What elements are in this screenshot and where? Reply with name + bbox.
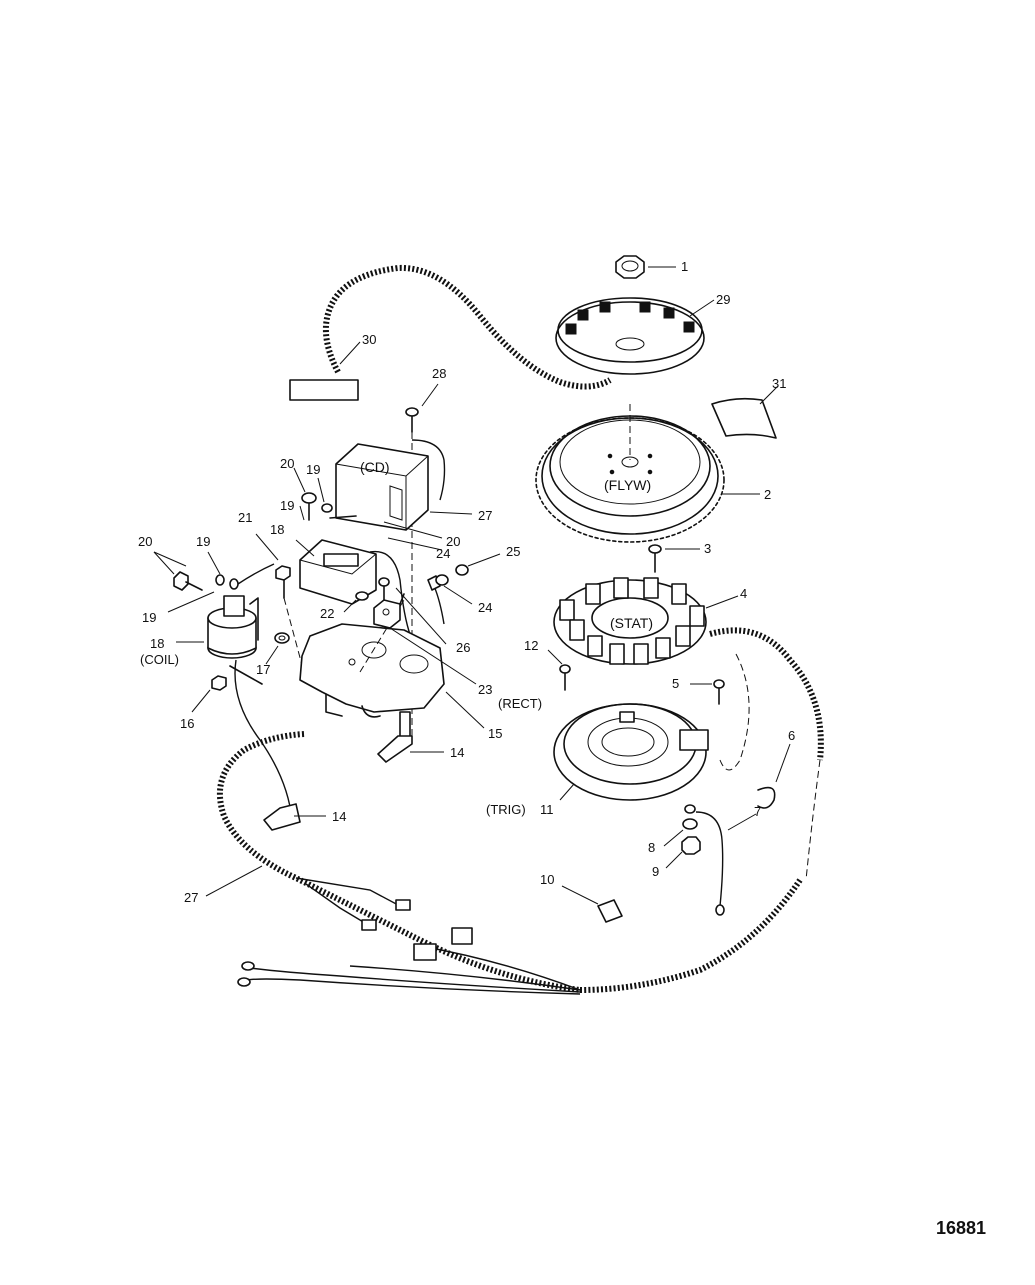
stator-mount-screw (547, 649, 571, 691)
wire-sheath-top (289, 264, 612, 401)
coil-washer-nut (191, 632, 290, 713)
callout-25: 25 (506, 544, 520, 559)
tag-trig: (TRIG) (486, 802, 526, 817)
callout-22: 22 (320, 606, 334, 621)
callout-11: 11 (540, 802, 554, 817)
callout-10: 10 (540, 872, 554, 887)
callout-30: 30 (362, 332, 376, 347)
tag-flyw: (FLYW) (604, 477, 651, 493)
spark-plug-lead-left (234, 659, 326, 831)
rectifier (373, 593, 477, 685)
flywheel-cup (555, 297, 715, 375)
callout-19b: 19 (306, 462, 320, 477)
ignition-module (295, 539, 413, 641)
tag-coil: (COIL) (140, 652, 179, 667)
wire-clip (757, 743, 791, 809)
ignition-coil (176, 595, 259, 659)
trigger-plate (553, 703, 709, 801)
main-wiring-harness (205, 731, 803, 995)
callout-9: 9 (652, 864, 659, 879)
rectifier-washer (343, 591, 369, 613)
callout-15: 15 (488, 726, 502, 741)
callout-8: 8 (648, 840, 655, 855)
callout-17: 17 (256, 662, 270, 677)
callout-27b: 27 (184, 890, 198, 905)
ground-lead-hardware (663, 804, 757, 916)
stator-screw (648, 544, 700, 573)
callout-labels: 1 2 3 4 5 6 7 8 9 10 11 12 14 14 15 16 1… (138, 259, 795, 905)
callout-29: 29 (716, 292, 730, 307)
callout-1: 1 (681, 259, 688, 274)
callout-26: 26 (456, 640, 470, 655)
callout-5: 5 (672, 676, 679, 691)
harness-clamp (561, 885, 623, 923)
rectifier-hardware (378, 553, 501, 645)
callout-31: 31 (772, 376, 786, 391)
callout-24b: 24 (478, 600, 492, 615)
callout-27a: 27 (478, 508, 492, 523)
callout-24a: 24 (436, 546, 450, 561)
callout-6: 6 (788, 728, 795, 743)
trigger-screw (690, 679, 725, 705)
callout-14b: 14 (332, 809, 346, 824)
coil-mount-hardware (153, 533, 279, 613)
callout-16: 16 (180, 716, 194, 731)
callout-28: 28 (432, 366, 446, 381)
tag-stat: (STAT) (610, 615, 653, 631)
callout-14a: 14 (450, 745, 464, 760)
callout-3: 3 (704, 541, 711, 556)
callout-18b: 18 (150, 636, 164, 651)
component-tags: (CD) (FLYW) (STAT) (RECT) (COIL) (TRIG) (140, 459, 653, 817)
tag-cd: (CD) (360, 459, 390, 475)
cd-mount-hardware (293, 467, 443, 551)
callout-12: 12 (524, 638, 538, 653)
tag-rect: (RECT) (498, 696, 542, 711)
flywheel-decal (711, 385, 779, 439)
callout-21: 21 (238, 510, 252, 525)
callout-2: 2 (764, 487, 771, 502)
callout-19a: 19 (196, 534, 210, 549)
mounting-bracket (299, 599, 485, 729)
callout-7: 7 (754, 804, 761, 819)
callout-20a: 20 (280, 456, 294, 471)
callout-23: 23 (478, 682, 492, 697)
callout-19c: 19 (280, 498, 294, 513)
figure-number: 16881 (936, 1218, 987, 1238)
flywheel-nut (615, 255, 676, 279)
stator-harness (709, 627, 824, 881)
callout-18: 18 (270, 522, 284, 537)
callout-20c: 20 (446, 534, 460, 549)
stator (553, 577, 739, 665)
cd-module (335, 439, 473, 531)
callout-19d: 19 (142, 610, 156, 625)
callout-20b: 20 (138, 534, 152, 549)
callout-4: 4 (740, 586, 747, 601)
flywheel (535, 404, 760, 543)
spark-plug-lead-right (377, 711, 444, 763)
